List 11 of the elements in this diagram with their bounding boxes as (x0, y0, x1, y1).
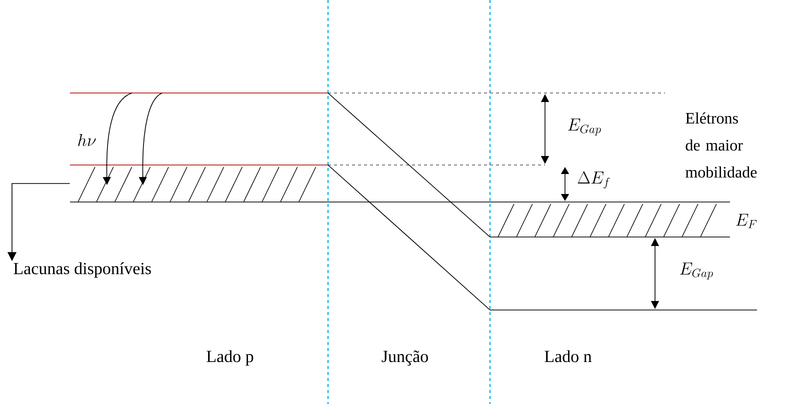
region-label: Lado n (544, 350, 592, 362)
formula-label: $\Delta E_{f}$ (578, 171, 610, 188)
formula-label: $h\nu$ (78, 134, 96, 146)
region-label: Junção (382, 350, 428, 366)
caption-text: Lacunas disponíveis (14, 262, 151, 278)
formula-label: $E_{Gap}$ (680, 262, 713, 280)
formula-label: $E_{Gap}$ (568, 118, 601, 136)
hatched-band (78, 166, 316, 202)
formula-label: $E_{F}$ (736, 214, 757, 228)
annotation-text: Elétrons de maior mobilidade (686, 112, 757, 178)
region-label: Lado p (206, 350, 254, 366)
